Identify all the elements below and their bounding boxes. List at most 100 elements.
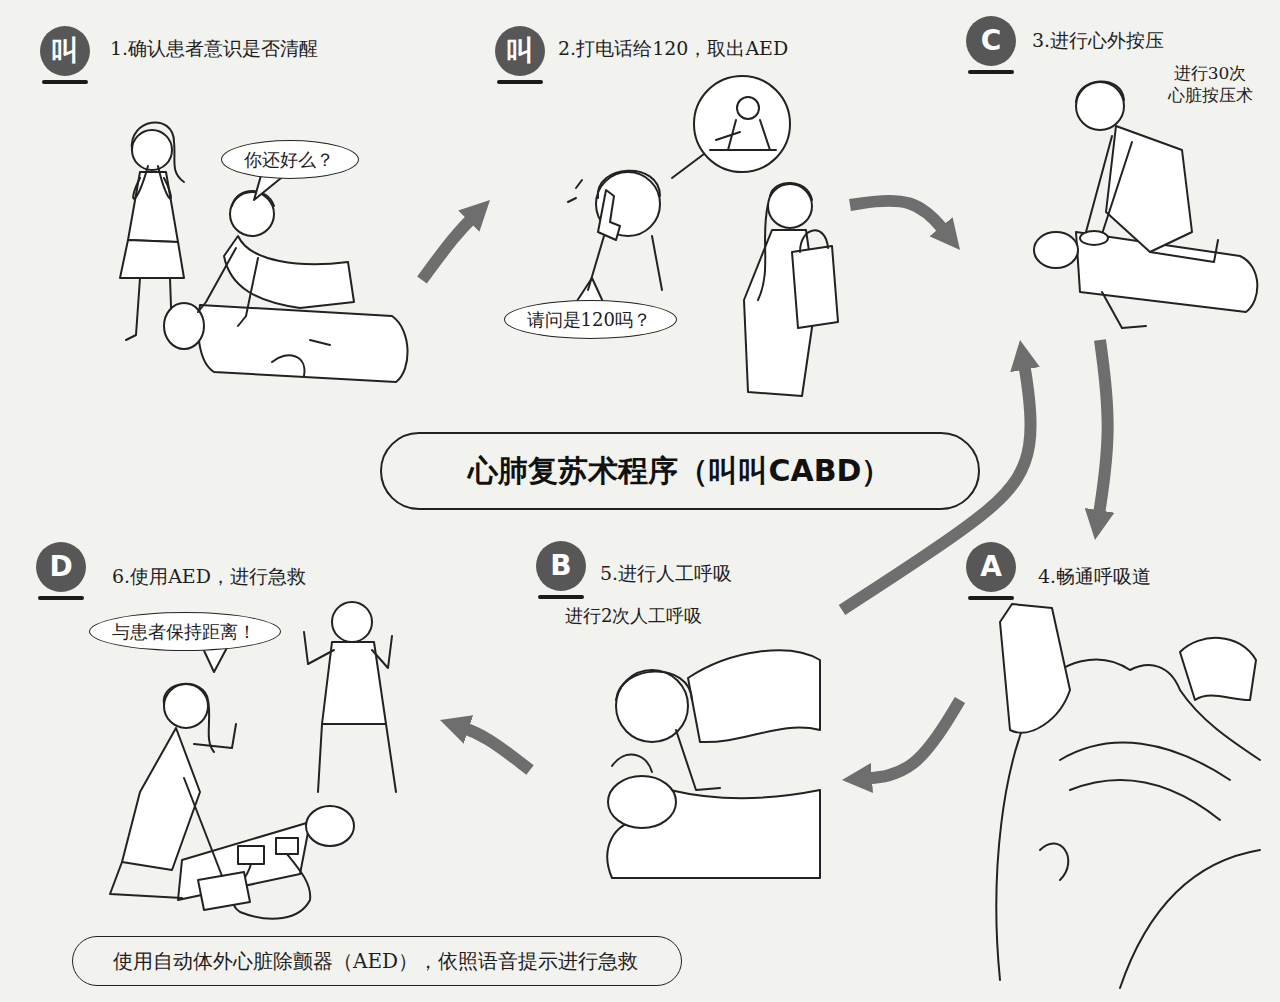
rescuer-figure [1086, 136, 1132, 234]
airway-figure [1120, 850, 1260, 988]
airway-figure [1060, 743, 1230, 820]
note-label-wrap: 进行30次 心脏按压术 [1160, 62, 1260, 106]
step-heading-wrap: 5.进行人工呼吸 [600, 561, 732, 586]
flow-arrow [850, 201, 949, 236]
rescuer-figure [688, 650, 820, 742]
bubble-tail [200, 172, 604, 672]
bystander-figure [304, 632, 392, 668]
step-badge: 叫 [40, 26, 90, 76]
speech-bubble: 与患者保持距离！ [89, 612, 281, 651]
step-heading: 4.畅通呼吸道 [1038, 565, 1151, 587]
bystander-figure [332, 602, 372, 642]
flow-arrow [1098, 340, 1108, 522]
rescuer-figure [676, 730, 720, 790]
dispatcher-bubble [710, 120, 776, 150]
operator-figure [110, 862, 182, 898]
patient-figure [164, 303, 408, 382]
patient-figure [607, 776, 820, 878]
bystander-figure [318, 724, 396, 792]
step-heading: 1.确认患者意识是否清醒 [110, 37, 318, 59]
bubble-text-wrap: 请问是120吗？ [527, 308, 651, 331]
step-letter: B [550, 552, 571, 580]
rescuer-figure [198, 191, 354, 326]
note-label: 进行30次 心脏按压术 [1168, 63, 1253, 105]
badge-underline [538, 595, 584, 599]
dispatcher-bubble [737, 97, 759, 119]
bubble-text-wrap: 使用自动体外心脏除颤器（AED），依照语音提示进行急救 [113, 948, 638, 974]
caption-box: 使用自动体外心脏除颤器（AED），依照语音提示进行急救 [72, 936, 682, 986]
step-letter: 叫 [51, 37, 79, 65]
bubble-text-wrap: 你还好么？ [244, 148, 334, 171]
operator-figure [194, 724, 236, 748]
step-panel: 请问是120吗？ 叫 2.打电话给120，取出AED [490, 20, 850, 405]
patient-figure [178, 806, 354, 919]
step-panel: C 3.进行心外按压 [960, 10, 1265, 340]
patient-figure [1102, 292, 1146, 328]
bystander-figure [128, 172, 178, 242]
step-heading-wrap: 3.进行心外按压 [1032, 28, 1164, 53]
rescuer-figure [1080, 231, 1108, 245]
step-letter: C [981, 27, 1002, 55]
dispatcher-bubble [672, 76, 790, 178]
step-badge: 叫 [495, 26, 545, 76]
step-letter: 叫 [506, 37, 534, 65]
step-badge: C [966, 16, 1016, 66]
bystander-figure [133, 166, 148, 199]
speech-text: 你还好么？ [244, 149, 334, 170]
badge-underline [42, 80, 88, 84]
rescuer-figure [616, 671, 692, 700]
operator-figure [122, 728, 200, 870]
airway-figure [1040, 843, 1068, 880]
rescuer-figure [1076, 81, 1124, 102]
bystander-figure [304, 602, 396, 792]
aed-device [198, 872, 250, 910]
bubble-text-wrap: 与患者保持距离！ [112, 620, 256, 643]
patient-figure [276, 838, 298, 854]
rescuer-figure [224, 236, 354, 308]
note-label-wrap: 进行2次人工呼吸 [565, 604, 702, 627]
patient-figure [272, 340, 330, 376]
rescuer-figure [612, 650, 820, 790]
step-badge: B [536, 541, 586, 591]
step-heading-wrap: 6.使用AED，进行急救 [112, 564, 306, 589]
step-letter: D [49, 553, 72, 581]
step-badge: A [966, 542, 1016, 592]
caller-figure [588, 236, 662, 290]
step-panel: B 5.进行人工呼吸 [530, 535, 842, 885]
step-heading: 3.进行心外按压 [1032, 29, 1164, 51]
step-panel: A 4.畅通呼吸道 [960, 540, 1265, 992]
title-text: 心肺复苏术程序（叫叫CABD） [468, 451, 891, 492]
step-heading: 2.打电话给120，取出AED [558, 37, 788, 59]
bystander-figure [120, 240, 184, 278]
step-heading: 6.使用AED，进行急救 [112, 565, 306, 587]
airway-figure [996, 604, 1260, 988]
operator-figure [164, 684, 214, 752]
flow-arrow [457, 726, 530, 770]
step-heading-wrap: 1.确认患者意识是否清醒 [110, 36, 318, 61]
note-label: 进行2次人工呼吸 [565, 605, 702, 626]
operator-figure [164, 684, 208, 728]
rescuer-figure [1150, 240, 1218, 262]
step-heading-wrap: 4.畅通呼吸道 [1038, 564, 1151, 589]
badge-underline [968, 596, 1014, 600]
caption-text: 使用自动体外心脏除颤器（AED），依照语音提示进行急救 [113, 949, 638, 973]
rescuer-figure [612, 755, 652, 772]
aed-device [198, 872, 250, 910]
rescuer-figure [198, 248, 258, 326]
title-pill: 心肺复苏术程序（叫叫CABD） [380, 432, 980, 510]
patient-figure [306, 806, 354, 846]
rescuer-figure [230, 192, 274, 236]
airway-figure [1180, 638, 1256, 700]
step-panel: 与患者保持距离！ D 6.使用AED，进行急救 [30, 540, 440, 930]
step-heading: 5.进行人工呼吸 [600, 562, 732, 584]
speech-text: 请问是120吗？ [527, 309, 651, 330]
bystander-figure [132, 122, 184, 182]
caller-figure [568, 171, 662, 290]
dispatcher-bubble [694, 76, 790, 172]
helper-figure [768, 184, 812, 228]
patient-figure [1034, 232, 1078, 268]
speech-bubble: 请问是120吗？ [504, 300, 677, 339]
badge-underline [497, 80, 543, 84]
speech-text: 与患者保持距离！ [112, 621, 256, 642]
badge-underline [38, 596, 84, 600]
